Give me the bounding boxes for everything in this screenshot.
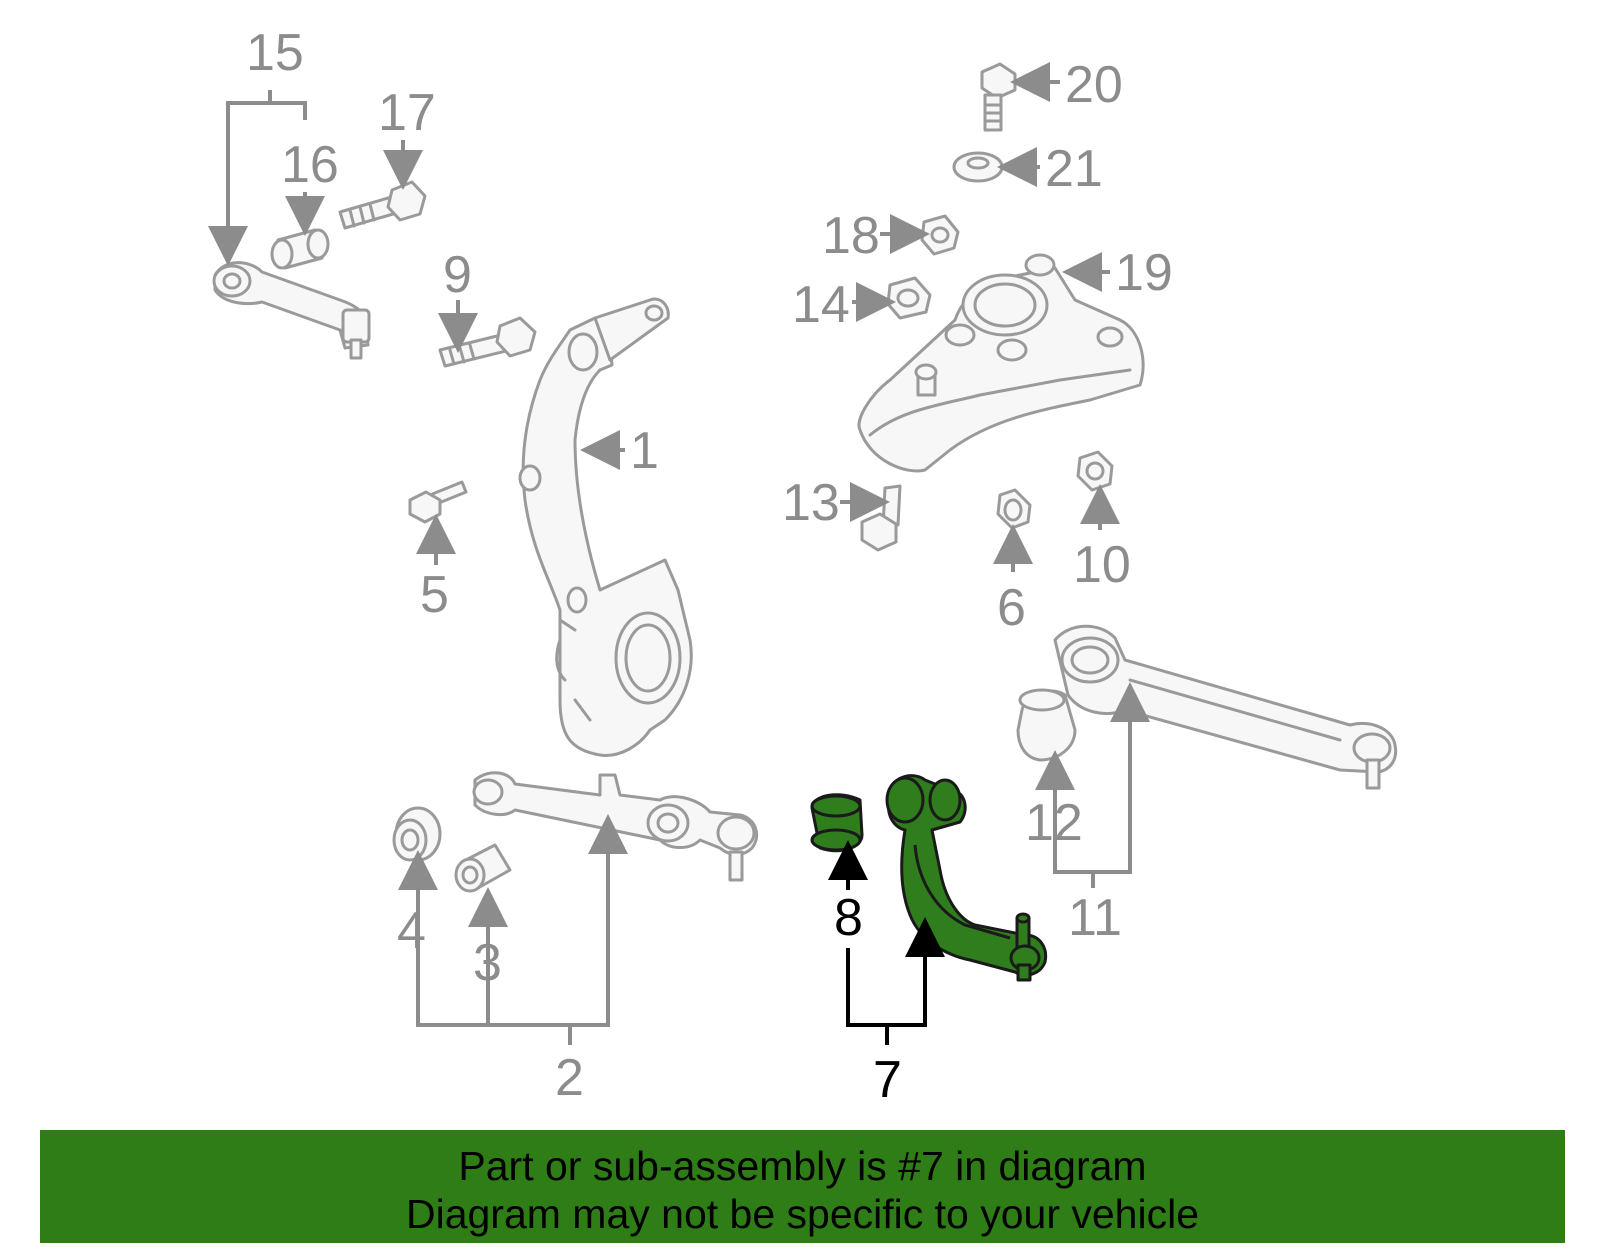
callout-15: 15	[246, 24, 304, 82]
part-14-nut	[886, 276, 932, 320]
part-11-arm	[1053, 624, 1398, 790]
part-17-bolt	[338, 180, 427, 230]
callout-19: 19	[1115, 244, 1173, 302]
part-9-bolt	[438, 316, 537, 368]
callout-10: 10	[1073, 536, 1131, 594]
info-banner: Part or sub-assembly is #7 in diagram Di…	[40, 1130, 1565, 1243]
callout-20: 20	[1065, 56, 1123, 114]
callout-5: 5	[420, 566, 449, 624]
part-18-nut	[920, 214, 960, 256]
part-20-bolt	[980, 62, 1017, 132]
part-10-nut	[1076, 450, 1114, 492]
callout-1: 1	[630, 422, 659, 480]
callout-14: 14	[792, 276, 850, 334]
part-1-knuckle	[518, 297, 693, 757]
part-8-bushing	[810, 793, 864, 853]
part-5-bolt	[408, 480, 468, 524]
part-6-nut	[996, 488, 1032, 530]
part-4-bushing	[392, 806, 442, 862]
callout-8: 8	[834, 889, 863, 947]
callout-11: 11	[1068, 889, 1122, 947]
callout-labels: 15 16 17 9 1 5 4 3 2 20 21 18 14 19 13 6…	[246, 24, 1173, 1109]
callout-16: 16	[281, 136, 339, 194]
callout-4: 4	[397, 902, 426, 960]
part-12-bushing	[1016, 688, 1077, 762]
part-15-upper-arm	[212, 261, 371, 360]
callout-7: 7	[873, 1051, 902, 1109]
part-7-control-arm	[885, 774, 1048, 982]
callout-18: 18	[822, 207, 880, 265]
part-13-bolt	[860, 484, 902, 552]
callout-3: 3	[473, 934, 502, 992]
banner-line-2: Diagram may not be specific to your vehi…	[405, 1191, 1199, 1237]
part-16-bushing	[270, 228, 330, 270]
callout-2: 2	[555, 1049, 584, 1107]
part-2-lower-arm	[472, 771, 759, 882]
callout-6: 6	[997, 579, 1026, 637]
banner-line-1: Part or sub-assembly is #7 in diagram	[458, 1143, 1147, 1189]
part-3-bushing	[454, 843, 512, 893]
callout-13: 13	[782, 474, 840, 532]
part-21-washer	[952, 151, 1004, 183]
callout-17: 17	[378, 84, 436, 142]
leader-lines	[208, 62, 1150, 1045]
callout-12: 12	[1025, 794, 1083, 852]
part-19-bracket	[857, 253, 1145, 473]
callout-21: 21	[1045, 140, 1103, 198]
callout-9: 9	[443, 246, 472, 304]
